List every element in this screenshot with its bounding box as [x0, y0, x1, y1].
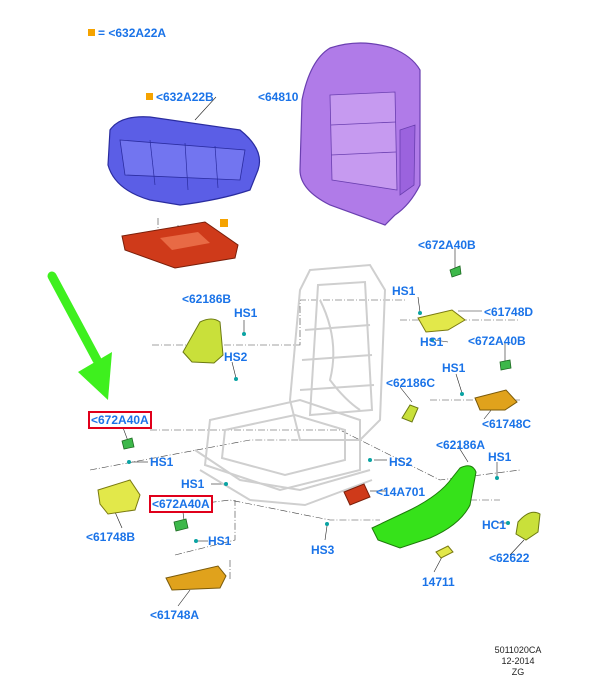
bracket-61748c — [474, 389, 518, 411]
label-hs1-left: HS1 — [420, 335, 444, 349]
label-clip-672a40a-lower-highlighted: <672A40A — [149, 495, 213, 513]
seat-frame — [194, 263, 387, 507]
leader-lines — [114, 96, 525, 607]
legend: = <632A22A — [88, 26, 166, 40]
label-cover-62186b: <62186B — [182, 292, 232, 306]
label-hs1-a: HS1 — [208, 534, 232, 548]
clip-672a40a-upper — [121, 437, 135, 450]
figure-code: 5011020CA 12-2014 ZG — [488, 645, 548, 678]
label-hs1-right: HS1 — [488, 450, 512, 464]
label-module-14a701: <14A701 — [376, 485, 426, 499]
label-hs1-center: HS1 — [181, 477, 205, 491]
label-backrest: <64810 — [258, 90, 299, 104]
label-hs1-b: HS1 — [150, 455, 174, 469]
figure-code-initials: ZG — [511, 667, 525, 677]
label-cushion: <632A22B — [146, 90, 214, 104]
legend-text: = <632A22A — [98, 26, 167, 40]
backrest-pad — [299, 42, 421, 226]
figure-code-number: 5011020CA — [494, 645, 542, 655]
bracket-61748d — [417, 309, 466, 333]
label-clip-672a40b-mid: <672A40B — [468, 334, 526, 348]
cover-62186c — [401, 404, 419, 423]
label-knob-62622: <62622 — [489, 551, 530, 565]
label-bracket-61748b: <61748B — [86, 530, 136, 544]
label-bracket-61748d: <61748D — [484, 305, 534, 319]
cover-62186b — [182, 318, 224, 364]
label-hs1-c: HS1 — [442, 361, 466, 375]
knob-62622 — [515, 511, 541, 541]
label-hs1-mid: HS1 — [234, 306, 258, 320]
bracket-61748b — [97, 479, 141, 515]
cover-62186a — [371, 465, 477, 549]
label-bracket-61748c: <61748C — [482, 417, 532, 431]
clip-672a40b-top — [449, 265, 462, 278]
label-cover-62186c: <62186C — [386, 376, 436, 390]
label-bracket-61748a: <61748A — [150, 608, 200, 622]
orange-square-icon — [146, 93, 153, 100]
clip-672a40a-lower — [173, 518, 189, 532]
label-cover-62186a: <62186A — [436, 438, 486, 452]
fastener-points — [127, 311, 510, 543]
green-arrow-icon — [47, 271, 112, 400]
label-hs1-upper: HS1 — [392, 284, 416, 298]
label-hs3: HS3 — [311, 543, 335, 557]
label-hc1: HC1 — [482, 518, 507, 532]
label-clip-672a40b-top: <672A40B — [418, 238, 476, 252]
orange-note-square — [220, 219, 228, 227]
label-hs2-left: HS2 — [224, 350, 248, 364]
label-hs2-center: HS2 — [389, 455, 413, 469]
label-part-14711: 14711 — [422, 575, 455, 589]
label-clip-672a40a-highlighted: <672A40A — [88, 411, 152, 429]
clip-672a40b-mid — [499, 359, 512, 371]
part-14711 — [435, 545, 454, 559]
orange-square-icon — [88, 29, 95, 36]
figure-code-date: 12-2014 — [501, 656, 535, 666]
seat-cushion — [107, 116, 261, 206]
bracket-61748a — [165, 565, 227, 591]
module-14a701 — [343, 483, 371, 506]
heater-mat — [121, 221, 239, 269]
